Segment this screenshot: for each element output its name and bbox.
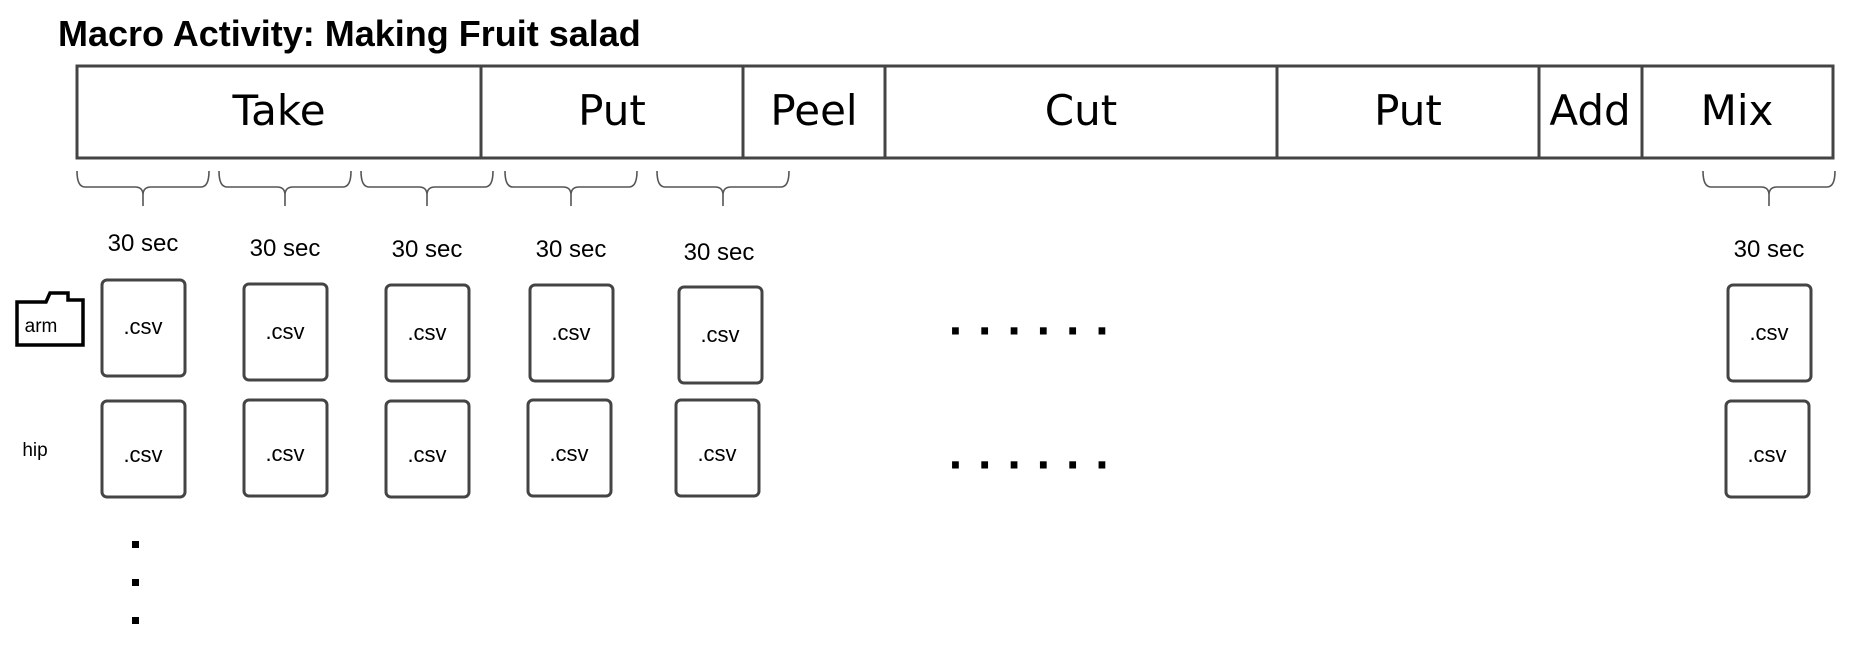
file-row-hip: .csv .csv .csv .csv .csv · · · · · · .cs… — [100, 398, 1811, 499]
csv-file-icon — [100, 278, 187, 378]
clip-duration-1: 30 sec — [108, 230, 179, 257]
csv-file-label: .csv — [123, 314, 162, 339]
clip-brace-4 — [504, 170, 638, 206]
folder-icon — [15, 291, 85, 347]
segment-add: Add — [1537, 64, 1644, 160]
clip-duration-5: 30 sec — [684, 239, 755, 266]
csv-file-label: .csv — [1749, 320, 1788, 345]
segment-peel-label: Peel — [770, 86, 857, 135]
clip-brace-6 — [1702, 170, 1836, 206]
clip-braces — [76, 170, 1836, 206]
vertical-ellipsis — [132, 541, 139, 624]
file-row-arm: .csv .csv .csv .csv .csv · · · · · · .cs… — [100, 278, 1813, 385]
csv-file-icon — [677, 285, 764, 385]
row-label-hip: hip — [22, 440, 47, 461]
clip-duration-3: 30 sec — [392, 236, 463, 263]
csv-file: .csv — [1724, 399, 1811, 499]
csv-file-icon — [1726, 283, 1813, 383]
vertical-ellipsis-dot — [132, 541, 139, 548]
clip-duration-6: 30 sec — [1734, 236, 1805, 263]
clip-brace-1 — [76, 170, 210, 206]
csv-file-icon — [384, 399, 471, 499]
csv-file: .csv — [677, 285, 764, 385]
segment-put-2-label: Put — [1374, 86, 1442, 135]
csv-file-icon — [384, 283, 471, 383]
segment-take-label: Take — [231, 86, 325, 135]
csv-file-label: .csv — [407, 442, 446, 467]
csv-file-label: .csv — [1747, 442, 1786, 467]
csv-file-icon — [242, 398, 329, 498]
segment-put-2: Put — [1275, 64, 1541, 160]
csv-file: .csv — [674, 398, 761, 498]
segment-put-1-label: Put — [578, 86, 646, 135]
segment-add-label: Add — [1549, 86, 1630, 135]
csv-file: .csv — [242, 282, 329, 382]
csv-file-label: .csv — [265, 441, 304, 466]
csv-file-label: .csv — [407, 320, 446, 345]
clip-duration-4: 30 sec — [536, 236, 607, 263]
csv-file-label: .csv — [123, 442, 162, 467]
csv-file-icon — [1724, 399, 1811, 499]
page-title: Macro Activity: Making Fruit salad — [58, 13, 641, 54]
vertical-ellipsis-dot — [132, 579, 139, 586]
clip-brace-3 — [360, 170, 494, 206]
csv-file-icon — [528, 283, 615, 383]
csv-file-icon — [674, 398, 761, 498]
csv-file: .csv — [242, 398, 329, 498]
row-labels: arm hip — [15, 291, 85, 461]
csv-file-label: .csv — [700, 322, 739, 347]
csv-file-icon — [526, 398, 613, 498]
vertical-ellipsis-dot — [132, 617, 139, 624]
segment-cut: Cut — [883, 64, 1279, 160]
csv-file: .csv — [528, 283, 615, 383]
segment-cut-label: Cut — [1045, 86, 1117, 135]
segment-mix-label: Mix — [1701, 86, 1774, 135]
segment-put-1: Put — [479, 64, 745, 160]
clip-durations: 30 sec 30 sec 30 sec 30 sec 30 sec 30 se… — [108, 230, 1805, 266]
clip-duration-2: 30 sec — [250, 235, 321, 262]
clip-brace-2 — [218, 170, 352, 206]
csv-file-label: .csv — [265, 319, 304, 344]
csv-file: .csv — [384, 399, 471, 499]
segment-mix: Mix — [1640, 64, 1835, 160]
csv-file: .csv — [526, 398, 613, 498]
csv-file: .csv — [100, 278, 187, 378]
row-label-arm: arm — [25, 316, 58, 337]
csv-file-icon — [100, 399, 187, 499]
segment-mix-box — [1640, 64, 1835, 160]
csv-file-label: .csv — [549, 441, 588, 466]
clip-brace-5 — [656, 170, 790, 206]
csv-file-icon — [242, 282, 329, 382]
segment-peel: Peel — [741, 64, 887, 160]
csv-file-label: .csv — [551, 320, 590, 345]
csv-file: .csv — [1726, 283, 1813, 383]
csv-file: .csv — [100, 399, 187, 499]
ellipsis-row-arm: · · · · · · — [949, 305, 1112, 358]
csv-file: .csv — [384, 283, 471, 383]
segment-take: Take — [75, 64, 483, 160]
csv-file-label: .csv — [697, 441, 736, 466]
activity-timeline: Take Put Peel Cut Put Add Mix — [75, 64, 1835, 160]
ellipsis-row-hip: · · · · · · — [949, 439, 1112, 492]
